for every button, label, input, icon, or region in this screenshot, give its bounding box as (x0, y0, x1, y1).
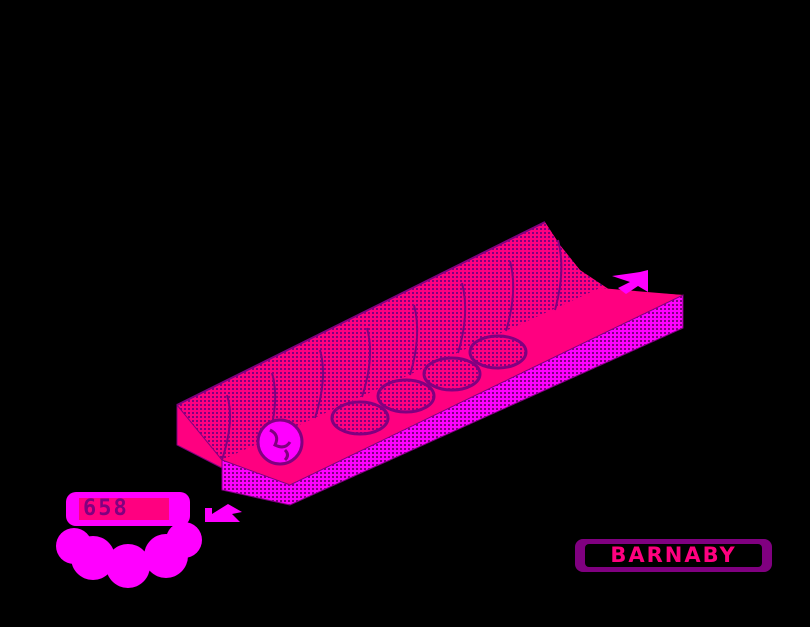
lives-balls (56, 522, 202, 588)
track-front-face (221, 294, 684, 506)
track-back-wall (177, 222, 683, 480)
score-panel: 658 (66, 492, 190, 526)
arrow-exit-icon (612, 270, 648, 294)
holes (330, 334, 528, 436)
ball-icon (256, 418, 304, 466)
player-name-panel: BARNABY (575, 539, 772, 572)
score-value: 658 (79, 498, 169, 520)
track (176, 221, 684, 506)
player-name: BARNABY (585, 544, 762, 567)
arrow-entry-icon (205, 504, 242, 522)
